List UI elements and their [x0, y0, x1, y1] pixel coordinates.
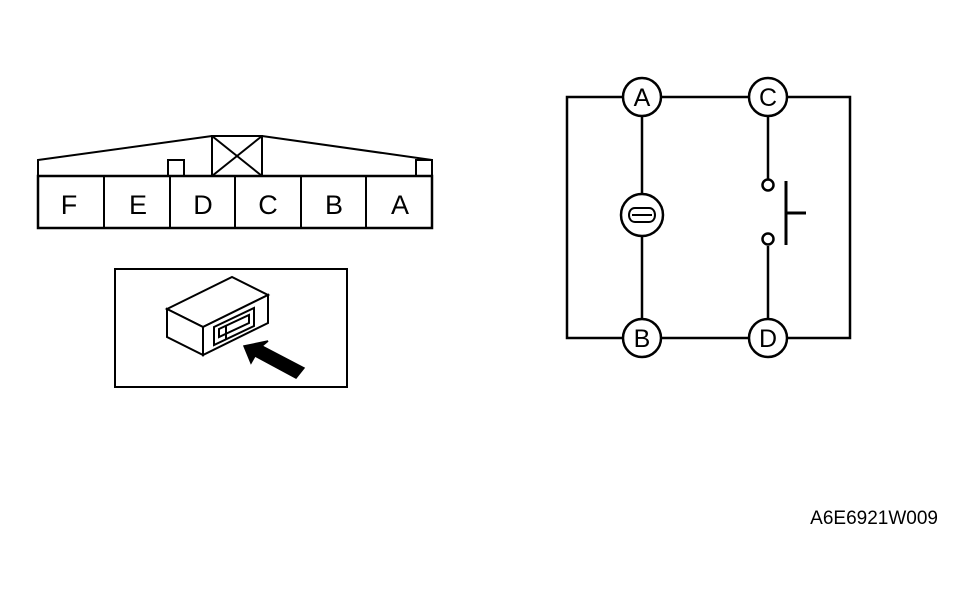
bulb-icon — [619, 192, 665, 238]
connector-housing-outline — [37, 135, 433, 176]
circuit-schematic — [565, 76, 852, 359]
switch-contact-lower — [761, 232, 775, 246]
terminal-label-c: C — [759, 84, 777, 112]
terminal-b — [621, 317, 663, 359]
insertion-arrow-icon — [242, 340, 306, 379]
terminal-label-a: A — [634, 84, 651, 112]
pin-label-a: A — [391, 190, 409, 220]
pin-label-b: B — [325, 190, 343, 220]
figure-code: A6E6921W009 — [810, 508, 938, 529]
illustration-frame — [114, 268, 348, 388]
connector-guide-notch-right — [415, 159, 433, 177]
terminal-labels: A C B D — [634, 84, 777, 353]
wire-outer-loop — [565, 95, 623, 340]
pin-label-d: D — [193, 190, 213, 220]
pin-label-c: C — [258, 190, 278, 220]
pin-label-f: F — [61, 190, 78, 220]
terminal-label-d: D — [759, 325, 777, 353]
terminal-d — [747, 317, 789, 359]
wire-c-right — [787, 95, 852, 340]
bulb-filament — [628, 207, 656, 223]
terminal-label-b: B — [634, 325, 651, 353]
connector-pin-labels: F E D C B A — [61, 190, 409, 220]
terminal-a — [621, 76, 663, 118]
connector-guide-notch-left — [167, 159, 185, 177]
connector-face-view — [36, 135, 434, 230]
pin-label-e: E — [129, 190, 147, 220]
component-illustration — [114, 268, 348, 388]
terminal-c — [747, 76, 789, 118]
switch-contact-upper — [761, 178, 775, 192]
